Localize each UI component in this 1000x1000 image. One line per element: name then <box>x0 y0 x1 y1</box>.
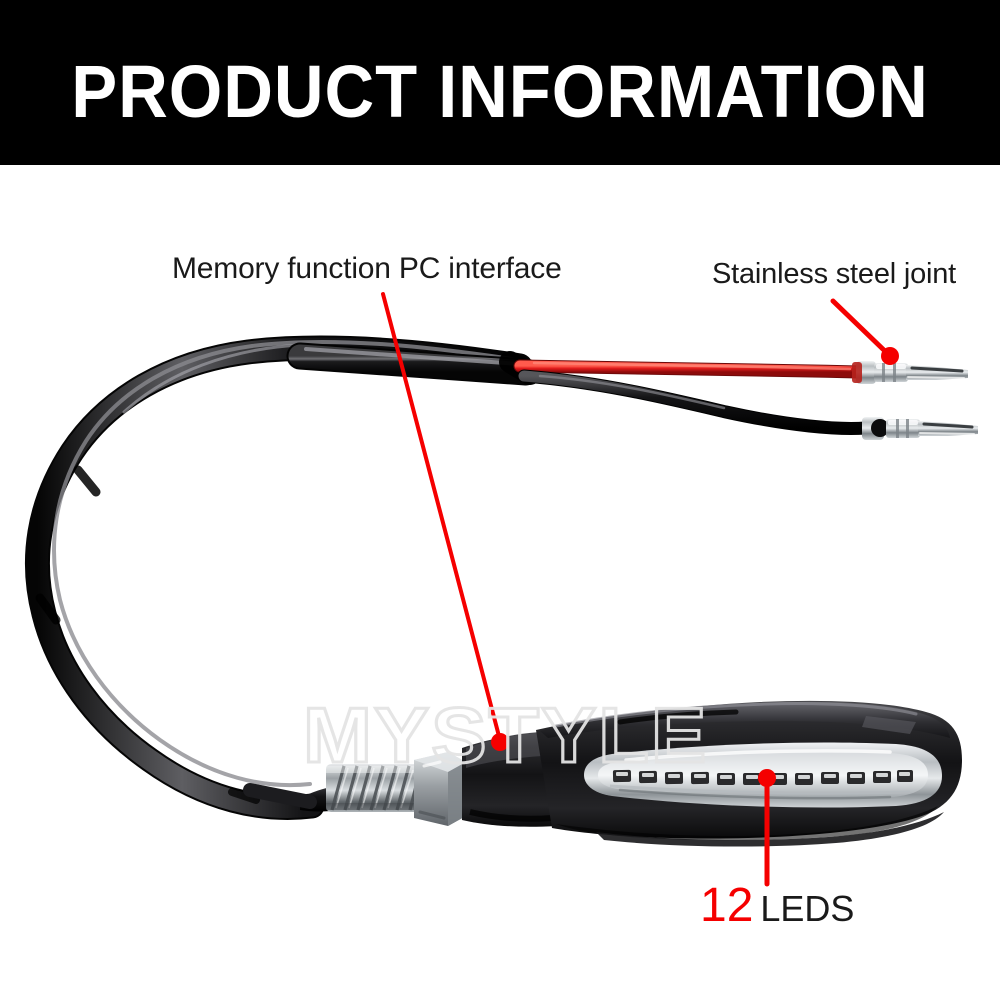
leader-dot-memory-function <box>491 733 509 751</box>
leader-line-stainless-joint <box>830 298 891 357</box>
led-count-word: LEDS <box>760 888 855 929</box>
leader-dot-led-count <box>758 769 776 787</box>
bullet-connector-black <box>862 417 978 440</box>
led-count-number: 12 <box>700 879 754 932</box>
hex-nut <box>414 752 466 826</box>
leader-dot-stainless-joint <box>881 347 899 365</box>
leader-line-memory-function <box>381 292 502 742</box>
page-title: PRODUCT INFORMATION <box>71 50 929 133</box>
callout-leaders <box>381 292 899 887</box>
positive-wire-red <box>513 359 865 379</box>
callout-label-memory-function: Memory function PC interface <box>172 252 562 285</box>
wire-loop <box>24 335 533 820</box>
threaded-stem <box>326 764 422 812</box>
negative-wire-black <box>517 369 873 435</box>
callout-label-stainless-joint: Stainless steel joint <box>712 258 957 290</box>
bullet-connector-red <box>852 361 968 384</box>
pc-interface-module <box>462 732 556 827</box>
header-band: PRODUCT INFORMATION <box>0 0 1000 165</box>
led-chip-highlights <box>616 772 910 779</box>
